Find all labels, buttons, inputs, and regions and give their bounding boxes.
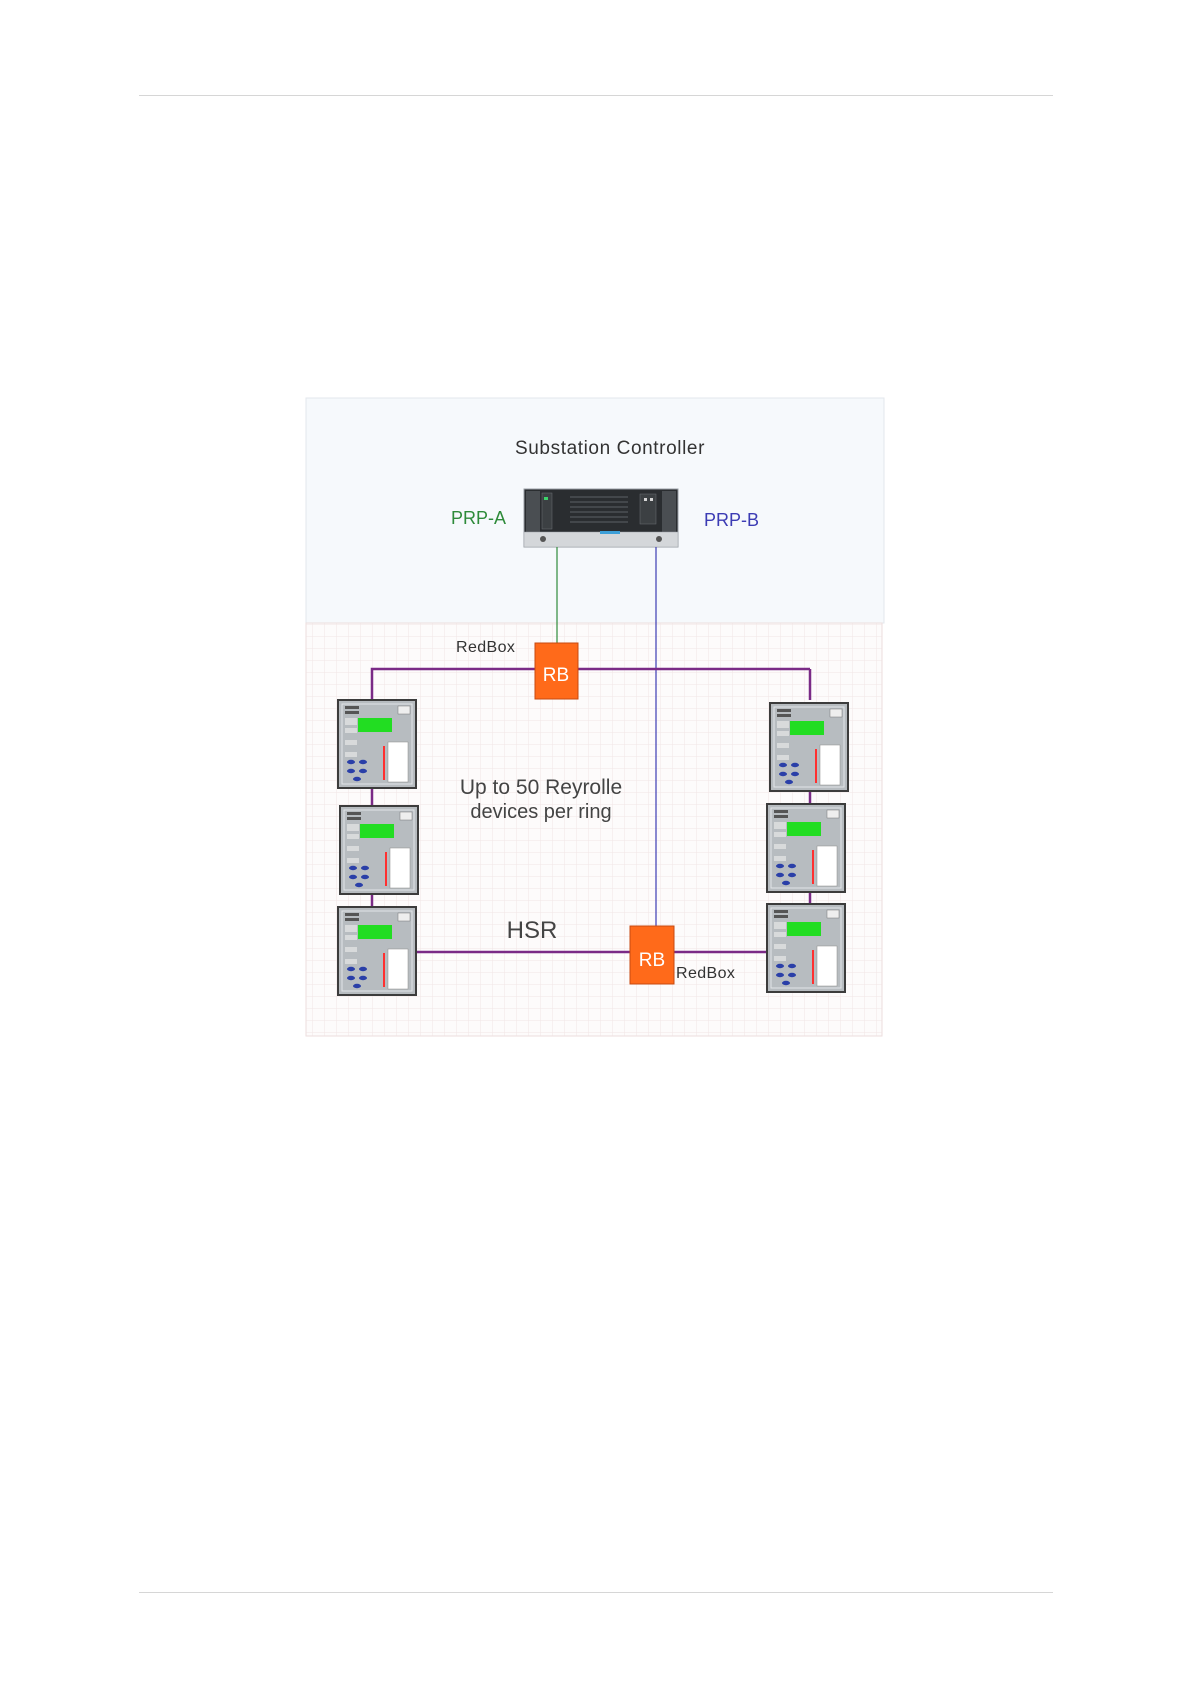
- relay-device-left-1: [338, 700, 416, 788]
- prp-a-label: PRP-A: [451, 508, 506, 528]
- redbox-bottom-label: RedBox: [676, 965, 735, 982]
- redbox-top-label: RedBox: [456, 639, 515, 656]
- ring-note-line1: Up to 50 Reyrolle: [460, 776, 622, 799]
- rb-bottom-text: RB: [639, 950, 665, 971]
- relay-device-right-2: [767, 804, 845, 892]
- hsr-label: HSR: [507, 917, 558, 944]
- controller-label: Substation Controller: [515, 438, 705, 459]
- relay-device-left-3: [338, 907, 416, 995]
- ring-note-line2: devices per ring: [470, 801, 611, 823]
- relay-device-left-2: [340, 806, 418, 894]
- relay-device-right-1: [770, 703, 848, 791]
- rb-top-text: RB: [543, 665, 569, 686]
- relay-device-right-3: [767, 904, 845, 992]
- substation-controller-icon: [524, 489, 678, 547]
- prp-b-label: PRP-B: [704, 510, 759, 530]
